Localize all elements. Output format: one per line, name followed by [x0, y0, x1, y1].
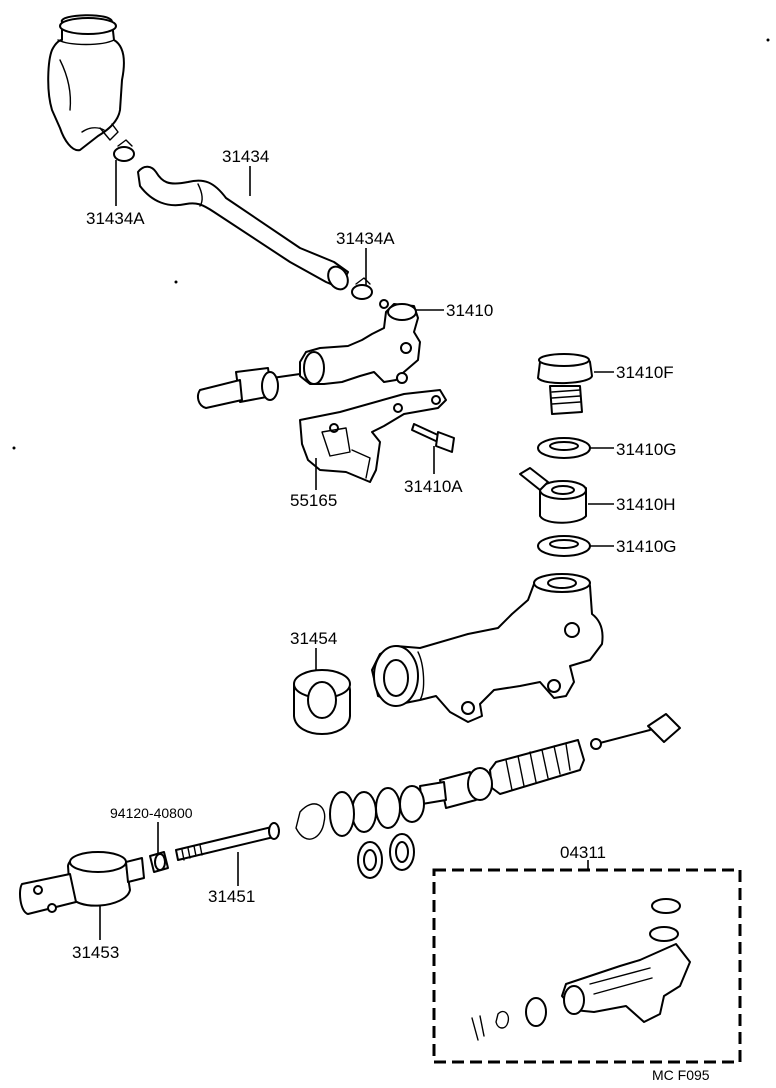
label-gasket-lower: 31410G — [616, 537, 677, 556]
clevis — [19, 851, 145, 915]
lock-nut — [149, 851, 169, 873]
label-clamp-upper: 31434A — [86, 209, 145, 228]
union-bolt — [537, 353, 593, 415]
reservoir-hose — [137, 165, 349, 291]
internal-parts — [295, 713, 681, 879]
label-lock-nut: 94120-40800 — [110, 805, 193, 821]
label-union: 31410H — [616, 495, 676, 514]
label-gasket-upper: 31410G — [616, 440, 677, 459]
repair-kit-box — [432, 860, 742, 1064]
label-union-bolt: 31410F — [616, 363, 674, 382]
hose-clamp-upper — [113, 139, 135, 162]
label-hose: 31434 — [222, 147, 269, 166]
label-clamp-lower: 31434A — [336, 229, 395, 248]
union-fitting — [519, 467, 587, 524]
label-stud-bolt: 31410A — [404, 477, 463, 496]
label-grommet: 31454 — [290, 629, 337, 648]
footer-code: MC F095 — [652, 1067, 710, 1083]
master-cylinder-body — [371, 573, 604, 723]
master-cylinder-assembly — [197, 303, 421, 409]
label-master-cyl: 31410 — [446, 301, 493, 320]
label-bracket: 55165 — [290, 491, 337, 510]
reservoir-grommet — [293, 669, 351, 735]
hose-clamp-lower — [351, 277, 373, 300]
label-clevis: 31453 — [72, 943, 119, 962]
stud-bolt — [411, 423, 455, 453]
label-repair-kit: 04311 — [560, 843, 606, 862]
push-rod — [175, 822, 280, 861]
gasket-upper — [537, 437, 591, 459]
mounting-bracket — [299, 389, 447, 483]
label-push-rod: 31451 — [208, 887, 255, 906]
reservoir-tank — [47, 14, 125, 152]
gasket-lower — [537, 535, 591, 557]
